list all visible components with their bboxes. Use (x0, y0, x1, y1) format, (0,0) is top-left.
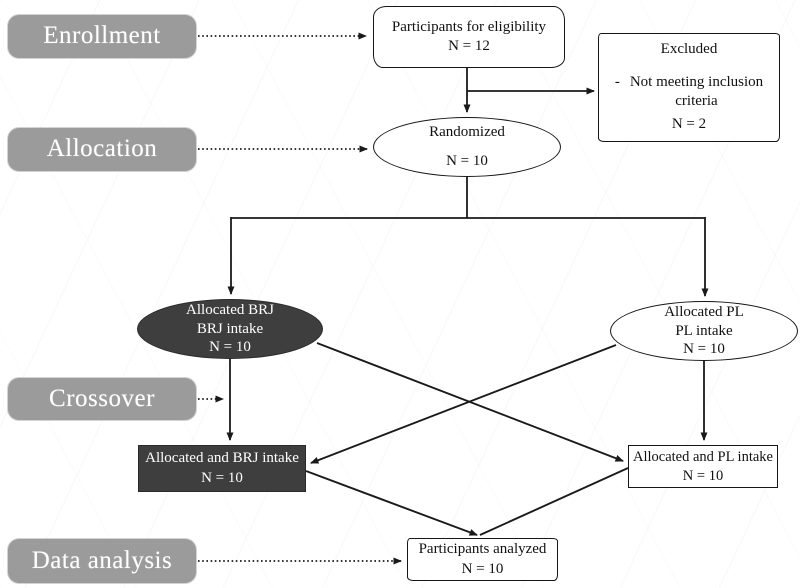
randomized-count: N = 10 (446, 152, 488, 169)
eligibility-count: N = 12 (448, 38, 490, 54)
node-allocated-pl: Allocated PL PL intake N = 10 (610, 301, 798, 361)
line-pl-rect-to-analyzed (479, 467, 629, 536)
brj-rect-line1: Allocated and BRJ intake (145, 450, 299, 466)
pl-ellipse-line1: Allocated PL (664, 303, 744, 320)
stage-data-analysis: Data analysis (8, 539, 196, 583)
excluded-bullet: - (614, 73, 620, 90)
arrow-crossover-pl-to-brj-rect (310, 344, 617, 464)
node-eligibility: Participants for eligibility N = 12 (373, 6, 565, 68)
excluded-reason-line2: criteria (675, 93, 718, 109)
node-pl-intake-rect: Allocated and PL intake N = 10 (628, 445, 778, 488)
pl-rect-line1: Allocated and PL intake (633, 448, 773, 465)
excluded-reason-line1: Not meeting inclusion (629, 73, 764, 90)
stage-allocation: Allocation (8, 128, 196, 171)
analyzed-count: N = 10 (461, 560, 504, 577)
excluded-count: N = 2 (671, 115, 707, 132)
stage-crossover-label: Crossover (49, 384, 155, 412)
brj-ellipse-line1: Allocated BRJ (186, 301, 274, 318)
brj-rect-count: N = 10 (201, 469, 243, 486)
eligibility-line1: Participants for eligibility (391, 18, 547, 35)
node-analyzed: Participants analyzed N = 10 (407, 538, 558, 581)
node-brj-intake-rect: Allocated and BRJ intake N = 10 (138, 445, 306, 492)
brj-ellipse-line2: BRJ intake (196, 320, 264, 337)
stage-allocation-label: Allocation (46, 135, 158, 163)
node-allocated-brj: Allocated BRJ BRJ intake N = 10 (137, 299, 323, 359)
pl-rect-count: N = 10 (682, 467, 724, 484)
stage-enrollment: Enrollment (8, 15, 196, 58)
arrow-brj-rect-to-analyzed (305, 470, 478, 536)
stage-data-analysis-label: Data analysis (31, 546, 173, 574)
stage-crossover: Crossover (8, 378, 196, 420)
node-randomized: Randomized N = 10 (373, 117, 561, 177)
randomized-label: Randomized (429, 124, 505, 140)
analyzed-line1: Participants analyzed (418, 541, 547, 557)
node-excluded: Excluded - Not meeting inclusion criteria… (598, 33, 780, 142)
brj-ellipse-count: N = 10 (209, 339, 251, 356)
pl-ellipse-line2: PL intake (675, 322, 733, 339)
excluded-title: Excluded (660, 41, 718, 57)
stage-enrollment-label: Enrollment (43, 22, 161, 50)
excluded-reason: Not meeting inclusion criteria (630, 73, 763, 112)
pl-ellipse-count: N = 10 (683, 341, 725, 358)
excluded-reason-row: - Not meeting inclusion criteria (615, 73, 763, 112)
